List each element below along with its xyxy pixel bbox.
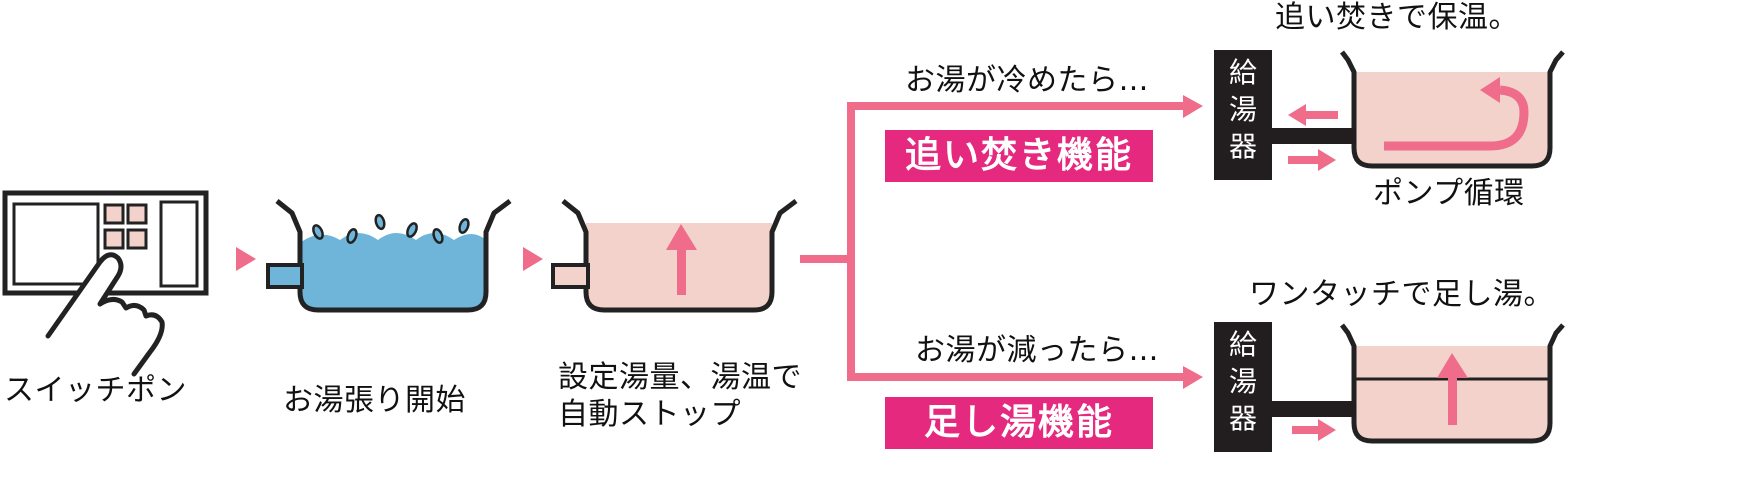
pump-circulation-label: ポンプ循環 [1373, 176, 1525, 211]
reheat-result-title: 追い焚きで保温。 [1275, 0, 1519, 35]
reheat-water-heater-box: 給湯器 [1214, 50, 1272, 180]
pointing-finger-icon [45, 252, 165, 377]
reheat-condition-label: お湯が冷めたら… [905, 63, 1149, 98]
reheat-flow-arrows [1288, 104, 1338, 171]
topup-water-heater-box: 給湯器 [1214, 322, 1272, 452]
topup-function-badge: 足し湯機能 [885, 397, 1153, 449]
full-bathtub-icon [551, 199, 798, 313]
topup-condition-label: お湯が減ったら… [915, 333, 1159, 368]
step-arrow-1-icon [236, 247, 256, 271]
control-panel-icon [2, 190, 209, 296]
reheat-function-badge: 追い焚き機能 [885, 130, 1153, 182]
topup-flow-arrow [1292, 419, 1336, 441]
topup-water-heater-label: 給湯器 [1228, 328, 1257, 435]
step-stop-label-line1: 設定湯量、湯温で [558, 360, 802, 395]
step-arrow-2-icon [523, 247, 543, 271]
topup-result-title: ワンタッチで足し湯。 [1249, 277, 1554, 312]
branch-connector [800, 102, 1190, 381]
reheat-bathtub-icon [1270, 50, 1565, 169]
step-fill-label: お湯張り開始 [283, 383, 466, 418]
step-stop-label-line2: 自動ストップ [558, 397, 741, 432]
branch-arrow-bottom-icon [1183, 366, 1203, 389]
reheat-water-heater-label: 給湯器 [1228, 56, 1257, 163]
step-switch-label: スイッチポン [4, 373, 187, 408]
filling-bathtub-icon [266, 199, 512, 313]
branch-arrow-top-icon [1183, 95, 1203, 118]
topup-bathtub-icon [1270, 323, 1565, 444]
